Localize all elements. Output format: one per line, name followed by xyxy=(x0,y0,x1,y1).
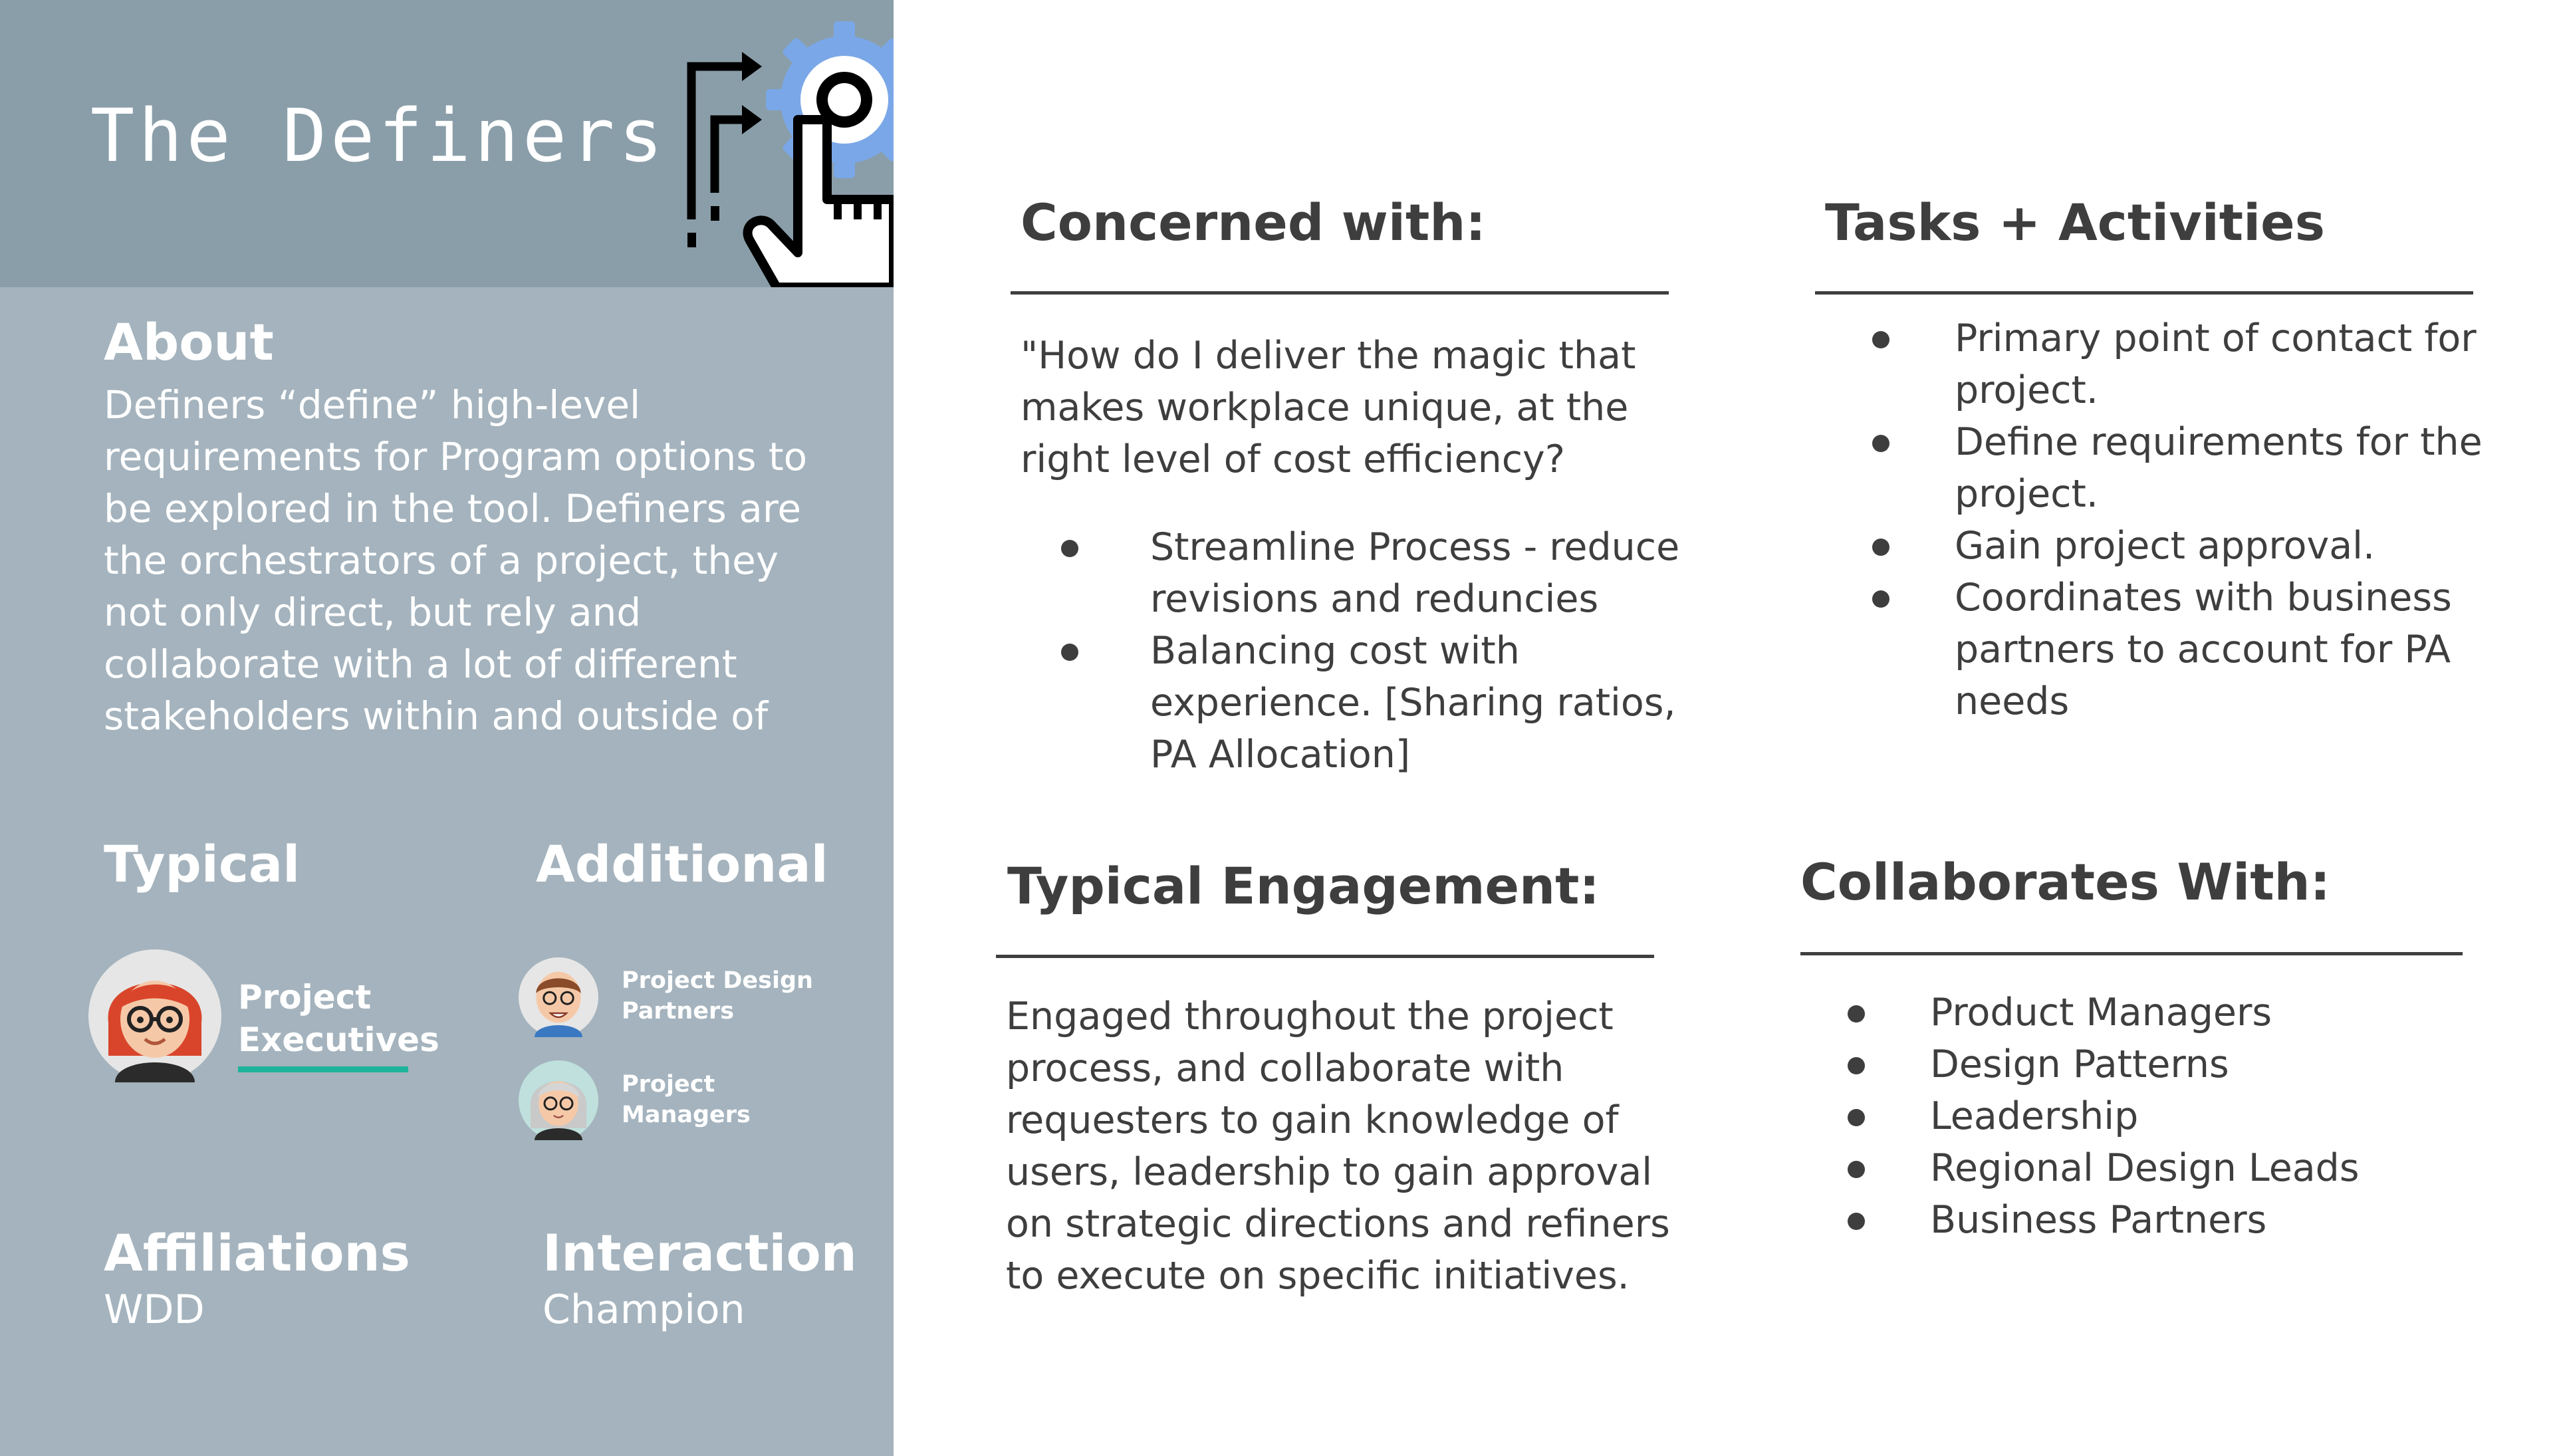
list-item-text: Streamline Process - reduce revisions an… xyxy=(1150,525,1680,621)
list-item-text: Balancing cost with experience. [Sharing… xyxy=(1150,629,1676,777)
bullet-icon xyxy=(1848,1109,1865,1126)
concerned-quote: "How do I deliver the magic that makes w… xyxy=(1021,334,1636,481)
list-item: Define requirements for the project. xyxy=(1872,416,2487,520)
interaction-value: Champion xyxy=(543,1286,745,1333)
about-text: Definers “define” high-level requirement… xyxy=(104,382,808,738)
persona-label-text: Project Managers xyxy=(622,1071,751,1128)
concerned-heading: Concerned with: xyxy=(1021,193,1486,252)
additional-heading: Additional xyxy=(536,834,828,894)
bullet-icon xyxy=(1061,644,1078,661)
bullet-icon xyxy=(1848,1057,1865,1074)
engagement-text: Engaged throughout the project process, … xyxy=(1006,995,1670,1298)
persona-label-text: Project Design Partners xyxy=(622,967,813,1025)
bullet-icon xyxy=(1848,1161,1865,1178)
list-item: Regional Design Leads xyxy=(1848,1142,2475,1194)
about-heading: About xyxy=(104,312,274,372)
affiliations-heading: Affiliations xyxy=(104,1223,410,1282)
list-item-text: Regional Design Leads xyxy=(1930,1146,2360,1190)
collaborates-divider xyxy=(1800,952,2463,955)
interaction-heading: Interaction xyxy=(543,1223,857,1282)
grey-hair-woman-avatar xyxy=(519,1060,598,1140)
list-item: Business Partners xyxy=(1848,1194,2475,1246)
list-item: Primary point of contact for project. xyxy=(1872,312,2487,416)
page-title: The Definers xyxy=(90,93,667,178)
persona-label-project-managers: Project Managers xyxy=(622,1069,821,1130)
bullet-icon xyxy=(1872,331,1889,348)
list-item-text: Primary point of contact for project. xyxy=(1955,316,2477,412)
bullet-icon xyxy=(1061,540,1078,557)
list-item-text: Design Patterns xyxy=(1930,1042,2229,1086)
list-item: Gain project approval. xyxy=(1872,520,2487,572)
engagement-divider xyxy=(996,955,1654,958)
tasks-list: Primary point of contact for project. De… xyxy=(1872,312,2487,727)
bullet-icon xyxy=(1872,590,1889,608)
collaborates-heading: Collaborates With: xyxy=(1800,852,2331,911)
bullet-icon xyxy=(1848,1005,1865,1023)
bald-man-avatar xyxy=(519,957,598,1037)
tasks-divider xyxy=(1815,291,2473,295)
red-hair-woman-avatar xyxy=(88,949,221,1082)
list-item: Balancing cost with experience. [Sharing… xyxy=(1061,625,1695,781)
bullet-icon xyxy=(1872,539,1889,556)
concerned-divider xyxy=(1011,291,1669,295)
engagement-heading: Typical Engagement: xyxy=(1007,856,1600,915)
list-item-text: Coordinates with business partners to ac… xyxy=(1955,576,2452,723)
gear-hand-icon xyxy=(687,21,894,287)
header-band: The Definers xyxy=(0,0,894,287)
list-item-text: Leadership xyxy=(1930,1094,2139,1138)
list-item: Product Managers xyxy=(1848,987,2475,1038)
list-item-text: Product Managers xyxy=(1930,991,2272,1034)
list-item-text: Gain project approval. xyxy=(1955,524,2375,568)
bullet-icon xyxy=(1872,435,1889,452)
typical-heading: Typical xyxy=(104,834,301,894)
list-item-text: Business Partners xyxy=(1930,1198,2267,1242)
active-underline xyxy=(238,1066,408,1072)
bullet-icon xyxy=(1848,1213,1865,1230)
concerned-list: Streamline Process - reduce revisions an… xyxy=(1061,521,1695,781)
tasks-heading: Tasks + Activities xyxy=(1825,193,2325,252)
persona-label-project-design-partners: Project Design Partners xyxy=(622,965,821,1027)
affiliations-value: WDD xyxy=(104,1286,205,1333)
list-item: Coordinates with business partners to ac… xyxy=(1872,572,2487,727)
list-item: Design Patterns xyxy=(1848,1038,2475,1090)
list-item-text: Define requirements for the project. xyxy=(1955,420,2483,516)
list-item: Leadership xyxy=(1848,1090,2475,1142)
list-item: Streamline Process - reduce revisions an… xyxy=(1061,521,1695,625)
persona-label-project-executives: Project Executives xyxy=(238,978,439,1059)
collaborates-list: Product Managers Design Patterns Leaders… xyxy=(1848,987,2475,1246)
